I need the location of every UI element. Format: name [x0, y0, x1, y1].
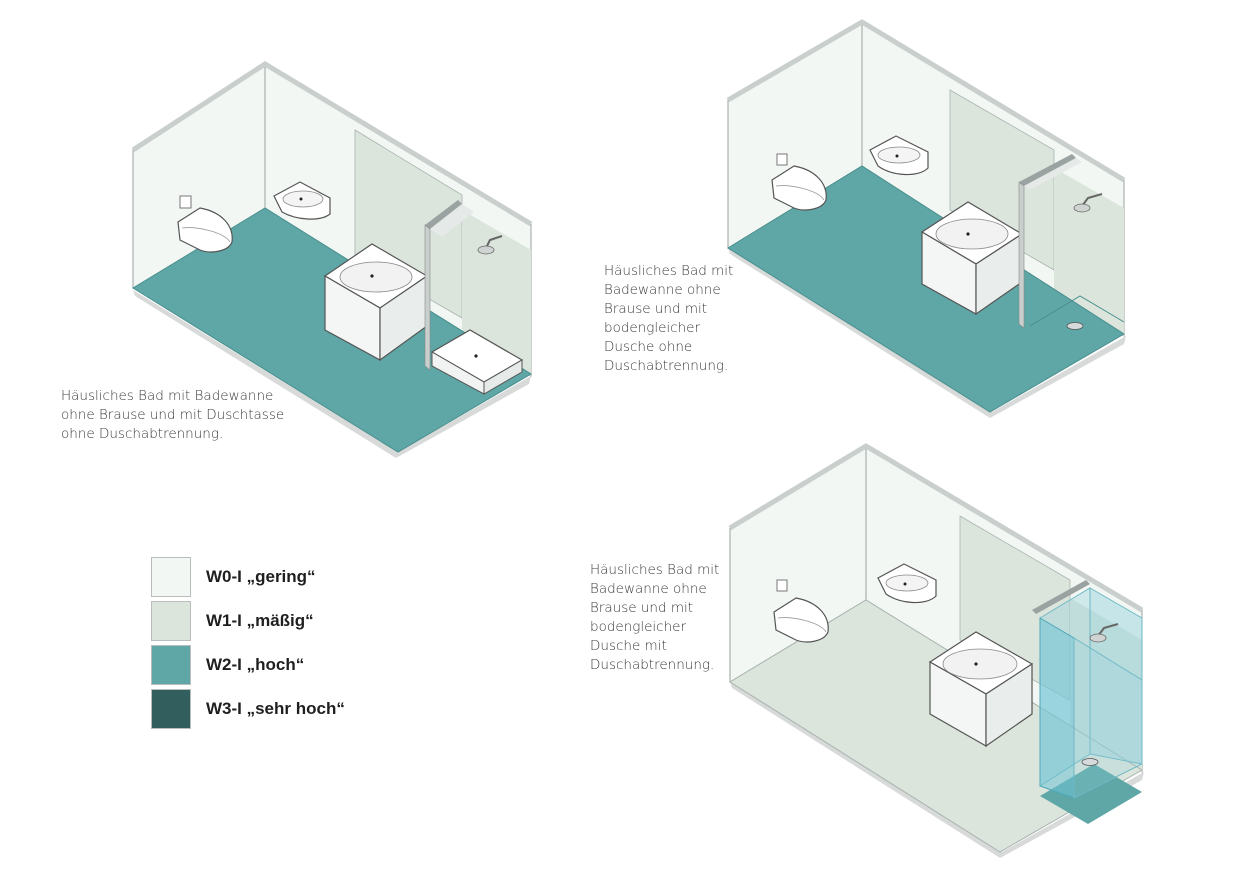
shower-floor-w2 [1040, 764, 1142, 824]
toilet-2 [771, 165, 827, 211]
floor-drain-3 [1081, 758, 1099, 766]
legend-item-w3: W3-I „sehr hoch“ [151, 689, 411, 731]
scene-3-bathroom [728, 443, 1144, 858]
toilet-1 [177, 207, 233, 253]
bathtub-1 [323, 243, 429, 362]
bathtub-2 [920, 201, 1024, 316]
legend-label-w1: W1-I „mäßig“ [206, 611, 314, 630]
washbasin-3 [877, 563, 937, 604]
scene-1-bathroom [131, 61, 533, 458]
shower-tray-1 [430, 329, 524, 395]
legend-label-w0: W0-I „gering“ [206, 567, 316, 586]
legend-label-w2: W2-I „hoch“ [206, 655, 305, 674]
light-switch-2 [776, 153, 788, 166]
washbasin-2 [869, 135, 929, 176]
caption-scene-2: Häusliches Bad mit Badewanne ohne Brause… [604, 263, 734, 374]
caption-scene-3: Häusliches Bad mit Badewanne ohne Brause… [590, 562, 720, 673]
toilet-3 [773, 597, 829, 643]
bathtub-3 [928, 631, 1034, 748]
legend-item-w1: W1-I „mäßig“ [151, 601, 411, 643]
light-switch-1 [179, 195, 192, 209]
caption-scene-1: Häusliches Bad mit Badewanne ohne Brause… [61, 388, 285, 442]
light-switch-3 [776, 579, 788, 592]
legend-swatch-w2 [151, 645, 191, 685]
legend-item-w0: W0-I „gering“ [151, 557, 411, 599]
washbasin-1 [273, 181, 331, 220]
legend-label-w3: W3-I „sehr hoch“ [206, 699, 345, 718]
floor-drain-2 [1066, 322, 1084, 330]
shower-wall-zone [1070, 598, 1142, 772]
legend-item-w2: W2-I „hoch“ [151, 645, 411, 687]
glass-shower-enclosure [1039, 587, 1143, 799]
legend-swatch-w0 [151, 557, 191, 597]
shower-wall-zone [1054, 168, 1124, 336]
legend-swatch-w3 [151, 689, 191, 729]
shower-head-1 [477, 235, 503, 255]
legend-swatch-w1 [151, 601, 191, 641]
scene-2-bathroom [726, 19, 1126, 418]
shower-head-3 [1089, 623, 1119, 643]
shower-head-2 [1073, 193, 1103, 213]
